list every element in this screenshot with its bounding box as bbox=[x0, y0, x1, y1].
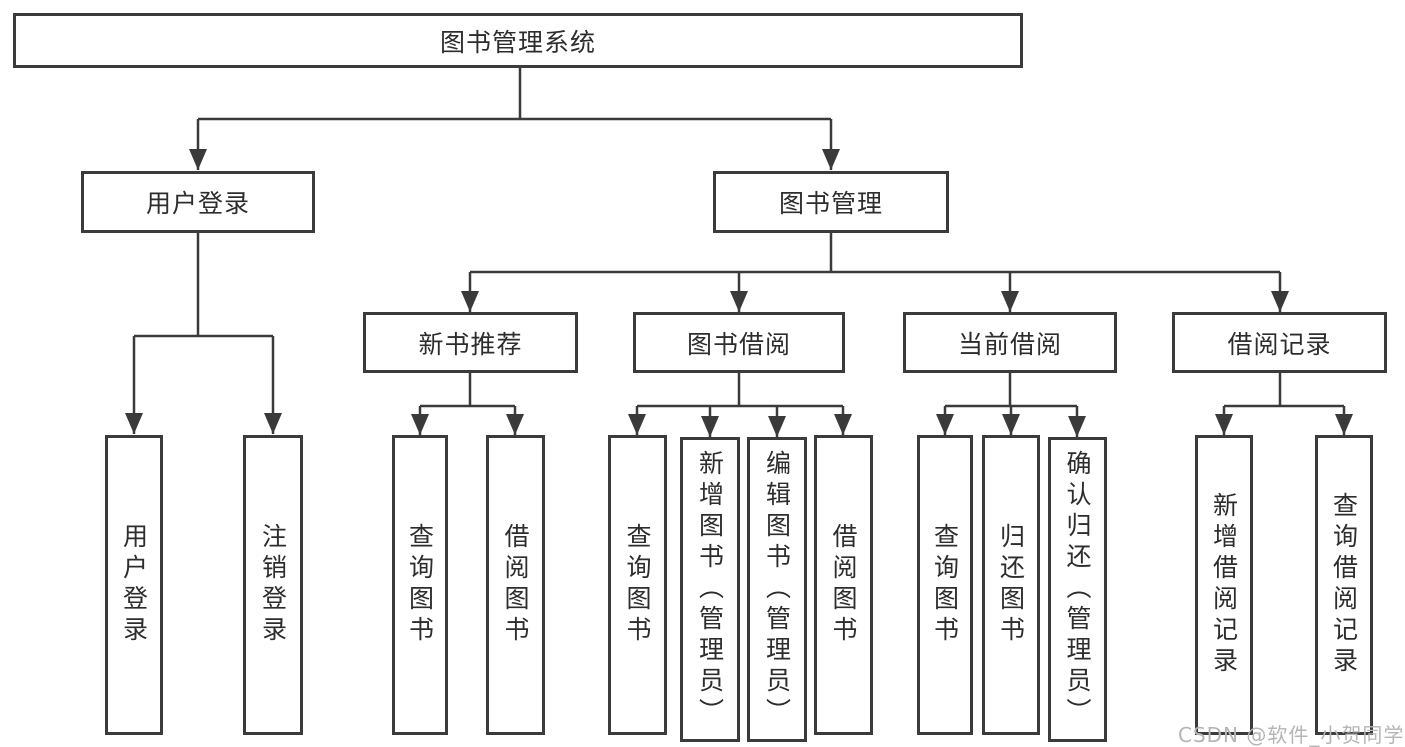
leaf-borrow-add-books-admin: 新增图书（管理员） bbox=[680, 437, 740, 742]
leaf-cur-return-books: 归还图书 bbox=[982, 435, 1040, 735]
leaf-borrow-edit-books-admin: 编辑图书（管理员） bbox=[747, 437, 807, 742]
branch-new-book-rec bbox=[420, 372, 515, 408]
leaf-borrow-query-books: 查询图书 bbox=[608, 435, 667, 735]
node-book-management: 图书管理 bbox=[713, 171, 949, 233]
leaf-cur-confirm-return-admin: 确认归还（管理员） bbox=[1048, 437, 1107, 742]
leaf-borrow-borrow-books: 借阅图书 bbox=[814, 435, 873, 735]
branch-book-borrow bbox=[637, 372, 843, 408]
csdn-watermark: CSDN @软件_小贺同学 bbox=[1178, 723, 1405, 747]
leaf-logout: 注销登录 bbox=[243, 435, 303, 735]
leaf-rec-query-books: 查询图书 bbox=[392, 435, 448, 735]
leaf-cur-query-books: 查询图书 bbox=[917, 435, 973, 735]
node-current-borrow: 当前借阅 bbox=[903, 312, 1117, 373]
leaf-records-query: 查询借阅记录 bbox=[1315, 435, 1373, 735]
node-user-login: 用户登录 bbox=[81, 171, 315, 233]
branch-book-mgmt bbox=[470, 233, 1280, 274]
leaf-records-add: 新增借阅记录 bbox=[1195, 435, 1253, 735]
leaf-rec-borrow-books: 借阅图书 bbox=[486, 435, 545, 735]
node-root-title: 图书管理系统 bbox=[13, 13, 1023, 68]
branch-current-borrow bbox=[945, 372, 1077, 408]
node-borrow-records: 借阅记录 bbox=[1172, 312, 1387, 373]
branch-user-login bbox=[134, 233, 273, 338]
leaf-user-login: 用户登录 bbox=[105, 435, 163, 735]
branch-root bbox=[198, 68, 831, 121]
node-book-borrow: 图书借阅 bbox=[633, 312, 845, 373]
branch-borrow-records bbox=[1224, 372, 1344, 408]
node-new-book-recommend: 新书推荐 bbox=[363, 312, 578, 373]
